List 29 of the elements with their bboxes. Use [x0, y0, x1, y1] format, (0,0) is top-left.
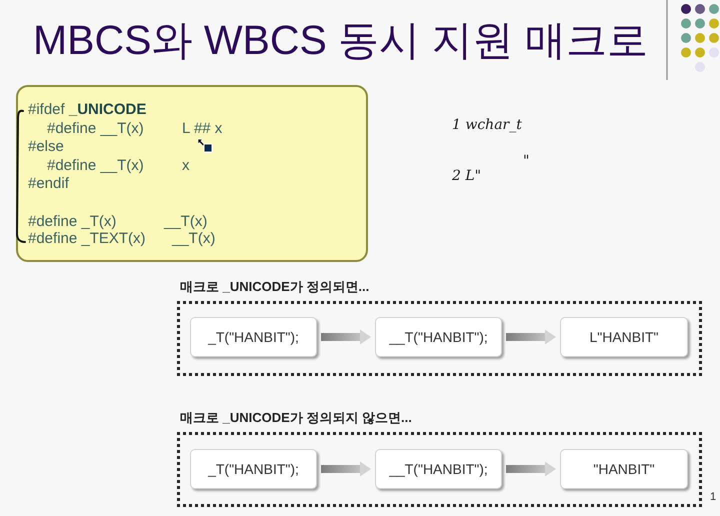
section-heading: 매크로 _UNICODE가 정의되면...	[180, 279, 370, 295]
code-text: #define __T(x)	[47, 157, 144, 175]
code-text: #endif	[28, 175, 69, 193]
process-box: L"HANBIT"	[560, 317, 688, 357]
handwritten-note: "	[523, 152, 530, 170]
code-text: #define _T(x)	[28, 213, 116, 231]
code-text: __T(x)	[172, 230, 216, 248]
code-text: L ## x	[182, 120, 222, 138]
code-text: #ifdef _UNICODE	[28, 101, 146, 119]
code-text: #define _TEXT(x)	[28, 230, 146, 248]
handwritten-note: 2 L"	[452, 167, 482, 185]
section-heading: 매크로 _UNICODE가 정의되지 않으면...	[180, 410, 412, 426]
code-text: #else	[28, 138, 64, 156]
arrow	[321, 462, 371, 476]
code-panel	[16, 85, 368, 262]
handwritten-note: 1 wchar_t	[452, 116, 522, 134]
process-box: _T("HANBIT");	[190, 449, 317, 489]
process-box: _T("HANBIT");	[190, 317, 317, 357]
code-text: __T(x)	[164, 213, 208, 231]
process-box: "HANBIT"	[560, 449, 688, 489]
slide-title: MBCS와 WBCS 동시 지원 매크로	[33, 16, 648, 64]
code-text: x	[182, 157, 190, 175]
arrow	[506, 330, 556, 344]
arrow	[506, 462, 556, 476]
page-number: 1	[710, 491, 716, 504]
process-box: __T("HANBIT");	[375, 317, 502, 357]
process-box: __T("HANBIT");	[375, 449, 502, 489]
arrow	[321, 330, 371, 344]
code-text: #define __T(x)	[47, 120, 144, 138]
